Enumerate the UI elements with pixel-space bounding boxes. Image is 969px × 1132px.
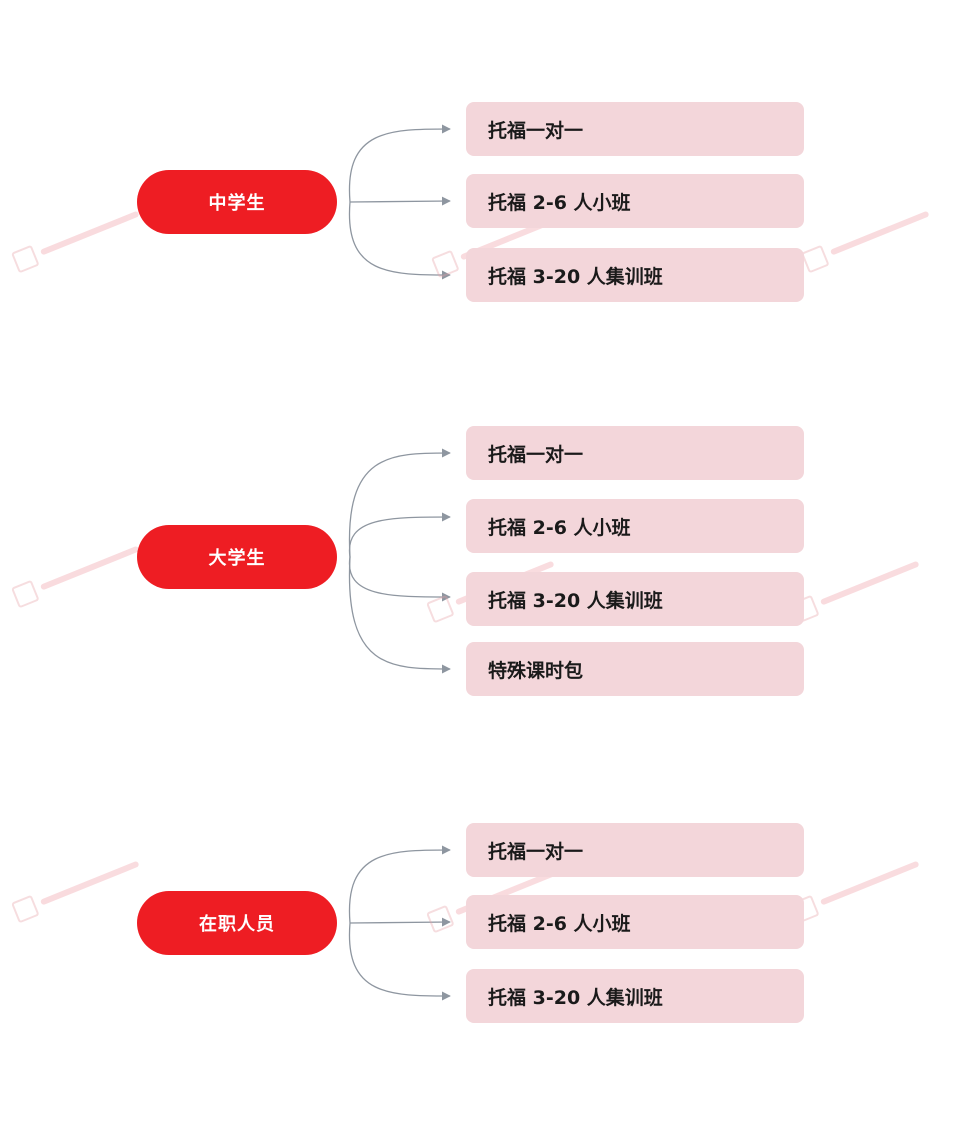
course-box-university-small-class: 托福 2-6 人小班 [466, 499, 804, 553]
watermark-badge-icon [430, 249, 460, 279]
connector-arrow-university-2 [348, 556, 451, 602]
group-label-university: 大学生 [137, 525, 337, 589]
course-box-middle-school-one-on-one: 托福一对一 [466, 102, 804, 156]
course-box-middle-school-intensive-class: 托福 3-20 人集训班 [466, 248, 804, 302]
group-label-working-professionals: 在职人员 [137, 891, 337, 955]
watermark-logo [799, 195, 942, 279]
watermark-mark [819, 860, 920, 906]
watermark-badge-icon [10, 244, 40, 274]
watermark-logo [789, 845, 932, 929]
watermark-badge-icon [10, 894, 40, 924]
course-box-professionals-intensive-class: 托福 3-20 人集训班 [466, 969, 804, 1023]
connector-arrow-middle-school-0 [348, 124, 451, 203]
connector-arrow-university-1 [348, 512, 451, 558]
watermark-logo [9, 530, 152, 614]
connector-arrow-middle-school-1 [349, 196, 451, 206]
watermark-mark [829, 210, 930, 256]
watermark-logo [9, 195, 152, 279]
course-box-professionals-one-on-one: 托福一对一 [466, 823, 804, 877]
watermark-badge-icon [425, 904, 455, 934]
group-label-middle-school: 中学生 [137, 170, 337, 234]
watermark-logo [789, 545, 932, 629]
watermark-logo [9, 845, 152, 929]
course-box-university-intensive-class: 托福 3-20 人集训班 [466, 572, 804, 626]
course-box-middle-school-small-class: 托福 2-6 人小班 [466, 174, 804, 228]
watermark-mark [39, 860, 140, 906]
watermark-mark [39, 545, 140, 591]
connector-arrow-university-0 [348, 448, 451, 558]
watermark-badge-icon [10, 579, 40, 609]
course-box-professionals-small-class: 托福 2-6 人小班 [466, 895, 804, 949]
watermark-mark [39, 210, 140, 256]
course-box-university-one-on-one: 托福一对一 [466, 426, 804, 480]
watermark-badge-icon [425, 594, 455, 624]
watermark-mark [819, 560, 920, 606]
watermark-badge-icon [800, 244, 830, 274]
course-box-university-special-package: 特殊课时包 [466, 642, 804, 696]
